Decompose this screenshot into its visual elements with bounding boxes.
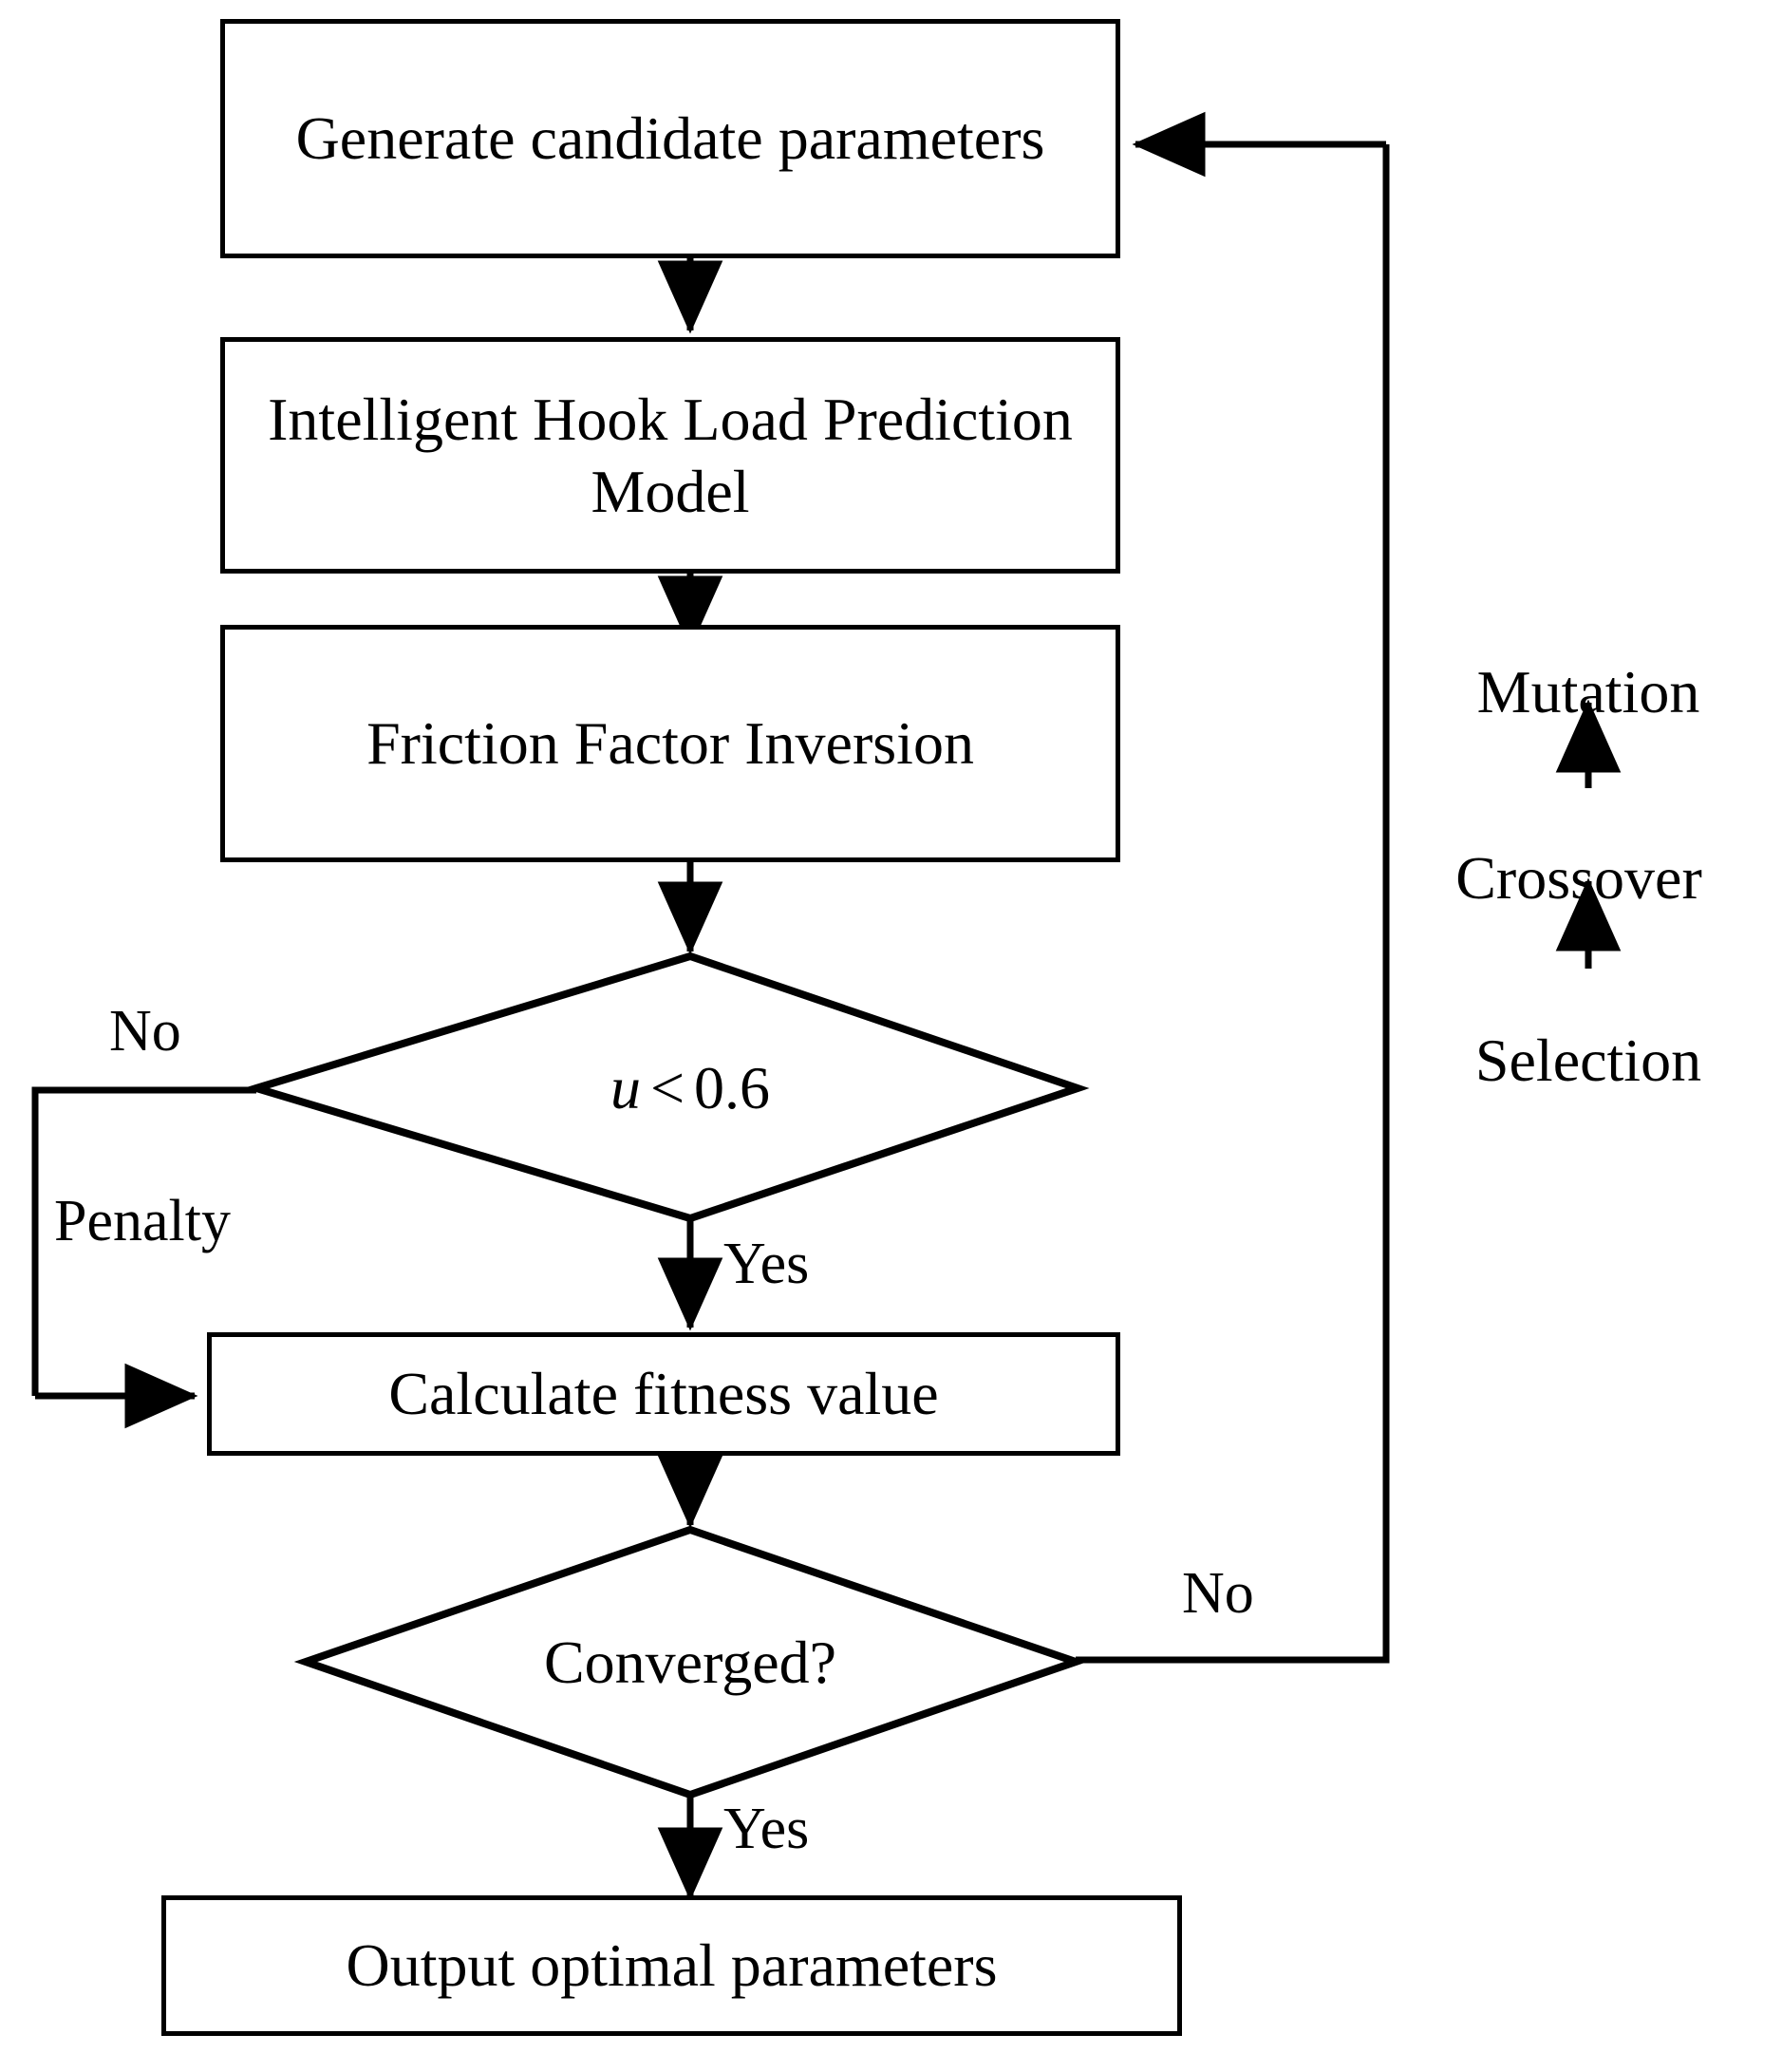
node-check-u-variable: u [610, 1054, 641, 1121]
node-check-u-threshold[interactable]: u<0.6 [500, 1045, 880, 1132]
edge-label-check-u-yes: Yes [723, 1232, 810, 1296]
node-generate-candidate-parameters-label: Generate candidate parameters [295, 104, 1045, 173]
node-friction-factor-inversion-label: Friction Factor Inversion [366, 709, 974, 778]
node-output-optimal-parameters-label: Output optimal parameters [346, 1931, 998, 2000]
node-converged[interactable]: Converged? [500, 1619, 880, 1706]
ga-operator-mutation: Mutation [1476, 658, 1700, 725]
node-check-u-value: 0.6 [694, 1054, 771, 1121]
node-check-u-operator: < [649, 1054, 685, 1121]
ga-operator-crossover: Crossover [1455, 844, 1702, 912]
node-output-optimal-parameters[interactable]: Output optimal parameters [161, 1895, 1182, 2036]
edge-label-penalty: Penalty [54, 1189, 231, 1253]
node-intelligent-hook-load-prediction-model-label: Intelligent Hook Load Prediction Model [268, 385, 1073, 525]
edge-label-check-u-no: No [109, 999, 181, 1064]
node-converged-label: Converged? [543, 1629, 837, 1696]
node-calculate-fitness-value-label: Calculate fitness value [388, 1360, 939, 1428]
edge-label-converged-yes: Yes [723, 1797, 810, 1861]
edge-label-converged-no: No [1182, 1561, 1254, 1626]
node-friction-factor-inversion[interactable]: Friction Factor Inversion [220, 625, 1120, 862]
node-generate-candidate-parameters[interactable]: Generate candidate parameters [220, 19, 1120, 258]
ga-operator-selection: Selection [1474, 1027, 1702, 1094]
node-calculate-fitness-value[interactable]: Calculate fitness value [207, 1332, 1120, 1456]
node-intelligent-hook-load-prediction-model[interactable]: Intelligent Hook Load Prediction Model [220, 337, 1120, 574]
